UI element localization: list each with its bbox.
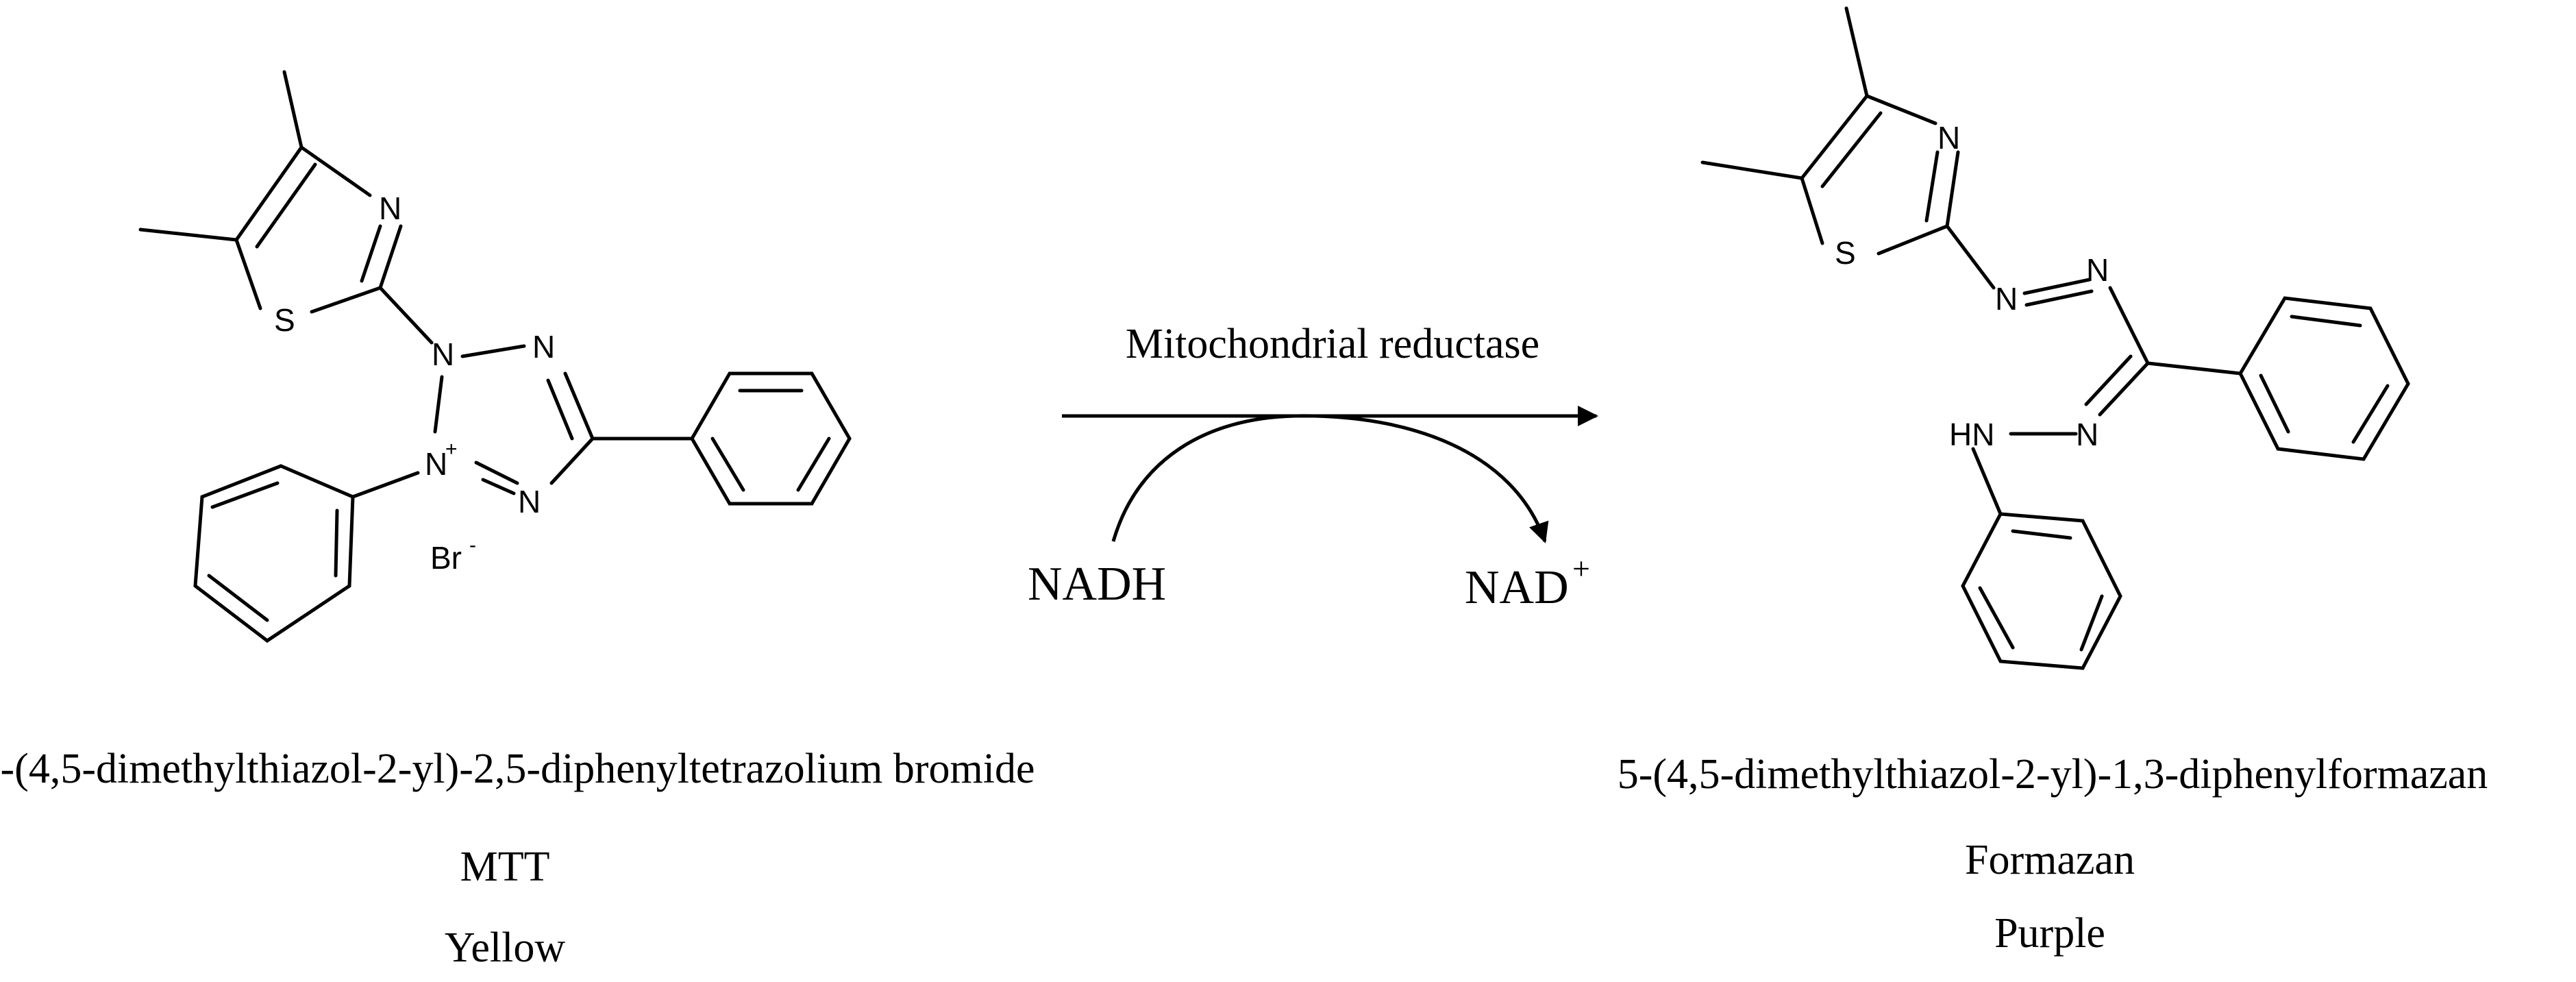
mtt-tetrazolium-n: N — [425, 446, 447, 482]
mtt-positive-charge: + — [445, 438, 458, 461]
mtt-phenyl-right — [690, 371, 852, 506]
mtt-thiazole-n: N — [379, 191, 401, 226]
enzyme-label: Mitochondrial reductase — [1126, 321, 1539, 367]
mtt-bonds — [138, 70, 694, 499]
mtt-structure: N S N N N N + Br - — [138, 70, 852, 643]
mtt-iupac-name: 3-(4,5-dimethylthiazol-2-yl)-2,5-dipheny… — [0, 746, 1035, 792]
mtt-tetrazole-n4: N — [518, 484, 541, 519]
mtt-bromide-ion: Br — [430, 540, 462, 576]
formazan-iupac-name: 5-(4,5-dimethylthiazol-2-yl)-1,3-dipheny… — [1618, 751, 2488, 798]
formazan-nh: HN — [1949, 417, 1994, 452]
mtt-bromide-charge: - — [469, 534, 476, 556]
mtt-tetrazole-n3: N — [532, 329, 555, 365]
nad-plus-label: NAD — [1465, 561, 1569, 614]
formazan-azo-n1: N — [1995, 281, 2018, 317]
reactant-captions: 3-(4,5-dimethylthiazol-2-yl)-2,5-dipheny… — [0, 746, 1035, 971]
formazan-phenyl-bottom — [1961, 512, 2122, 670]
formazan-color: Purple — [1994, 910, 2105, 957]
formazan-short-name: Formazan — [1965, 837, 2135, 883]
formazan-thiazole-s: S — [1835, 235, 1856, 271]
mtt-short-name: MTT — [460, 844, 550, 890]
formazan-imine-n: N — [2076, 417, 2098, 452]
nadh-label: NADH — [1028, 558, 1166, 611]
mtt-thiazole-s: S — [274, 302, 295, 338]
cofactor-curve-arrow — [1111, 414, 1549, 543]
formazan-bonds — [1700, 6, 2242, 516]
product-captions: 5-(4,5-dimethylthiazol-2-yl)-1,3-dipheny… — [1618, 751, 2488, 957]
mtt-color: Yellow — [445, 924, 566, 971]
reaction-arrow-group: Mitochondrial reductase NADH NAD + — [1028, 321, 1598, 614]
formazan-azo-n2: N — [2086, 252, 2109, 288]
formazan-structure: N S N N N HN — [1700, 6, 2410, 670]
formazan-phenyl-right — [2238, 296, 2410, 461]
mtt-phenyl-left — [193, 464, 355, 643]
nad-plus-charge: + — [1572, 551, 1590, 586]
formazan-thiazole-n: N — [1937, 120, 1960, 156]
mtt-tetrazole-n2: N — [432, 336, 454, 372]
